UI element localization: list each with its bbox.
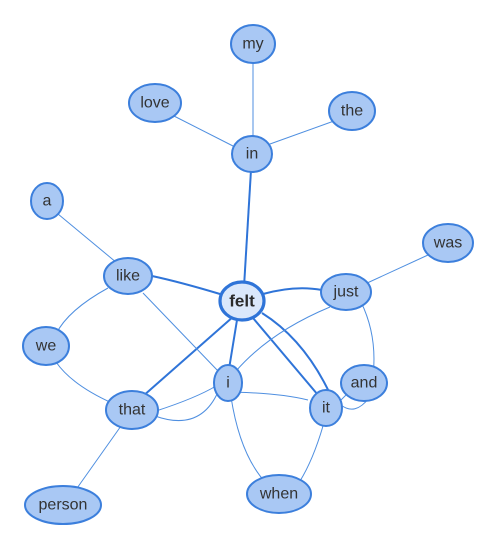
- node-just-label: just: [333, 284, 359, 301]
- node-felt-label: felt: [229, 292, 255, 311]
- node-love[interactable]: love: [128, 83, 182, 123]
- node-felt-center[interactable]: felt: [218, 280, 266, 322]
- edge-felt-it-curve: [261, 312, 332, 397]
- edge-just-i: [235, 306, 331, 372]
- edge-like-a: [57, 213, 118, 264]
- node-was-label: was: [433, 235, 462, 252]
- node-like[interactable]: like: [103, 257, 153, 295]
- edge-it-when: [299, 425, 324, 482]
- node-a-label: a: [43, 193, 52, 210]
- edge-felt-just: [262, 287, 323, 295]
- node-person-label: person: [39, 497, 88, 514]
- node-like-label: like: [116, 268, 140, 285]
- node-was[interactable]: was: [422, 223, 474, 263]
- edge-that-we: [55, 361, 113, 404]
- edge-just-was: [364, 254, 429, 285]
- node-when[interactable]: when: [246, 474, 312, 514]
- edge-like-i: [142, 292, 220, 373]
- edge-in-the: [269, 120, 335, 145]
- node-we-label: we: [35, 338, 57, 355]
- edge-felt-in: [243, 169, 252, 288]
- edge-felt-it: [252, 317, 319, 396]
- node-we[interactable]: we: [22, 326, 70, 366]
- edge-like-we: [55, 287, 109, 335]
- edge-that-i: [155, 385, 217, 412]
- node-my-label: my: [242, 36, 263, 53]
- nodes-layer: my love the in a was like just: [22, 24, 474, 525]
- node-and-label: and: [351, 375, 378, 392]
- node-the[interactable]: the: [328, 91, 376, 131]
- edge-in-love: [171, 114, 234, 147]
- node-love-label: love: [140, 95, 169, 112]
- node-when-label: when: [259, 486, 298, 503]
- node-just[interactable]: just: [320, 273, 372, 311]
- node-and[interactable]: and: [340, 364, 388, 402]
- node-i[interactable]: i: [213, 364, 243, 402]
- edge-felt-like: [151, 275, 221, 295]
- edge-felt-that: [133, 315, 235, 405]
- node-it-label: it: [322, 400, 331, 417]
- node-i-label: i: [226, 375, 230, 392]
- node-the-label: the: [341, 103, 363, 120]
- edge-i-when: [230, 396, 267, 484]
- node-that-label: that: [119, 402, 146, 419]
- node-person[interactable]: person: [24, 485, 102, 525]
- node-in-label: in: [246, 146, 258, 163]
- edge-felt-i: [228, 319, 238, 370]
- node-that[interactable]: that: [105, 390, 159, 430]
- node-in[interactable]: in: [231, 135, 273, 173]
- node-it[interactable]: it: [309, 389, 343, 427]
- node-a[interactable]: a: [30, 182, 64, 220]
- edge-that-person: [74, 425, 122, 492]
- node-my[interactable]: my: [230, 24, 276, 64]
